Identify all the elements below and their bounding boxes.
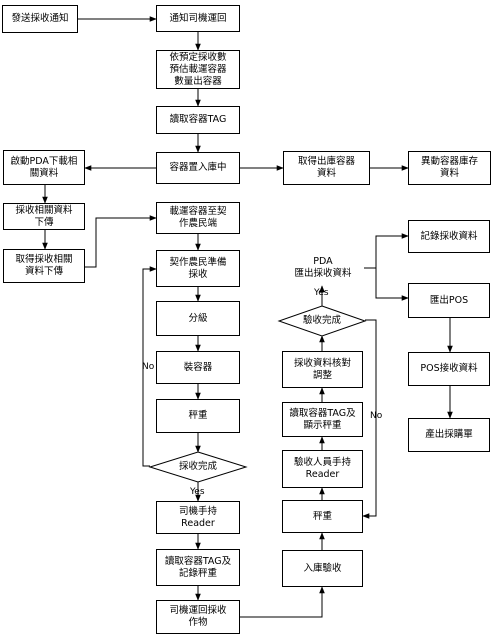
farmer-prepare-box: 契作農民準備 採收 xyxy=(156,250,240,287)
check-done-diamond xyxy=(277,305,367,337)
adjust-harvest-data-box: 採收資料核對 調整 xyxy=(282,351,363,388)
export-pos-box: 匯出POS xyxy=(408,283,490,318)
estimate-containers-box: 依預定採收數 預估載運容器 數量出容器 xyxy=(156,50,240,89)
harvest-done-label: 採收完成 xyxy=(178,461,217,472)
send-notice-box: 發送採收通知 xyxy=(2,5,78,33)
deliver-containers-box: 載運容器至契 作農民端 xyxy=(156,202,240,234)
read-record-weight-box: 讀取容器TAG及 記錄秤重 xyxy=(156,549,240,586)
harvest-data-download-box: 採收相關資料 下傳 xyxy=(3,203,85,230)
edge-check-no-loop xyxy=(362,319,377,519)
update-inventory-box: 異動容器庫存 資料 xyxy=(408,151,491,185)
edge-pda-to-record xyxy=(364,233,409,269)
container-in-box: 容器置入庫中 xyxy=(156,152,240,184)
edge-pda-to-exportpos xyxy=(364,267,409,301)
grade-box: 分級 xyxy=(156,301,240,336)
start-pda-box: 啟動PDA下載相 關資料 xyxy=(3,150,85,185)
harvest-no-label: No xyxy=(142,362,155,372)
harvest-yes-label: Yes xyxy=(190,487,205,497)
warehouse-check-box: 入庫驗收 xyxy=(282,550,363,587)
weigh-2-box: 秤重 xyxy=(282,500,363,533)
notify-driver-box: 通知司機運回 xyxy=(156,5,240,32)
inspector-reader-box: 驗收人員手持 Reader xyxy=(282,450,363,488)
pda-export-text: PDA 匯出採收資料 xyxy=(294,256,352,279)
check-yes-label: Yes xyxy=(314,288,329,298)
produce-bill-box: 產出採購單 xyxy=(408,418,490,452)
read-show-weight-box: 讀取容器TAG及 顯示秤重 xyxy=(282,402,363,437)
read-tag-box: 讀取容器TAG xyxy=(156,106,240,134)
check-no-label: No xyxy=(370,411,383,421)
pos-receive-box: POS接收資料 xyxy=(408,352,490,386)
edge-getharvest-to-deliver xyxy=(85,215,157,268)
check-done-label: 驗收完成 xyxy=(302,315,341,326)
get-outbound-data-box: 取得出庫容器 資料 xyxy=(283,151,370,185)
record-harvest-box: 記錄採收資料 xyxy=(408,220,490,253)
weigh-box: 秤重 xyxy=(156,399,240,433)
harvest-done-diamond xyxy=(148,451,248,483)
pack-box: 裝容器 xyxy=(156,351,240,384)
driver-reader-box: 司機手持 Reader xyxy=(156,501,240,534)
get-harvest-download-box: 取得採收相關 資料下傳 xyxy=(3,249,85,283)
driver-return-box: 司機運回採收 作物 xyxy=(156,600,240,634)
edge-harvest-no-loop xyxy=(142,266,157,467)
edge-return-to-warehouse xyxy=(240,586,325,618)
